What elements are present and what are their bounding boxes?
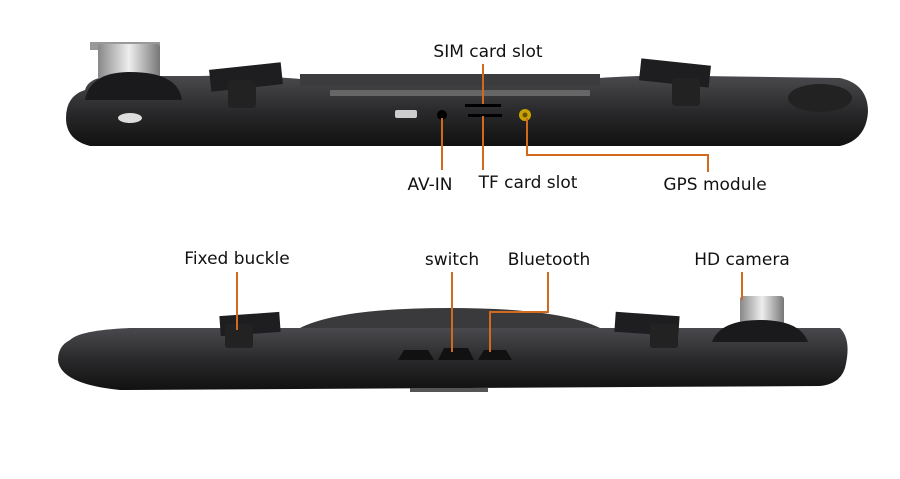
bottom-device: [58, 296, 848, 392]
usb-port: [395, 110, 417, 118]
label-sim-card-slot: SIM card slot: [433, 42, 543, 62]
button-left: [398, 350, 434, 360]
label-tf-card-slot: TF card slot: [478, 173, 578, 193]
bottom-leader-lines: [236, 272, 743, 352]
label-bluetooth: Bluetooth: [507, 250, 591, 270]
camera-lens: [98, 44, 160, 80]
label-fixed-buckle: Fixed buckle: [184, 249, 290, 269]
label-hd-camera: HD camera: [694, 250, 790, 270]
sim-slot: [465, 104, 501, 107]
bluetooth-button: [478, 350, 512, 360]
tf-slot: [468, 114, 502, 117]
label-switch: switch: [424, 250, 480, 270]
label-av-in: AV-IN: [407, 175, 453, 195]
av-in-port: [437, 110, 447, 120]
top-leader-lines: [441, 64, 709, 172]
speaker: [788, 84, 852, 112]
label-gps-module: GPS module: [663, 175, 767, 195]
switch-button: [438, 348, 474, 360]
buckle-left: [209, 62, 283, 92]
